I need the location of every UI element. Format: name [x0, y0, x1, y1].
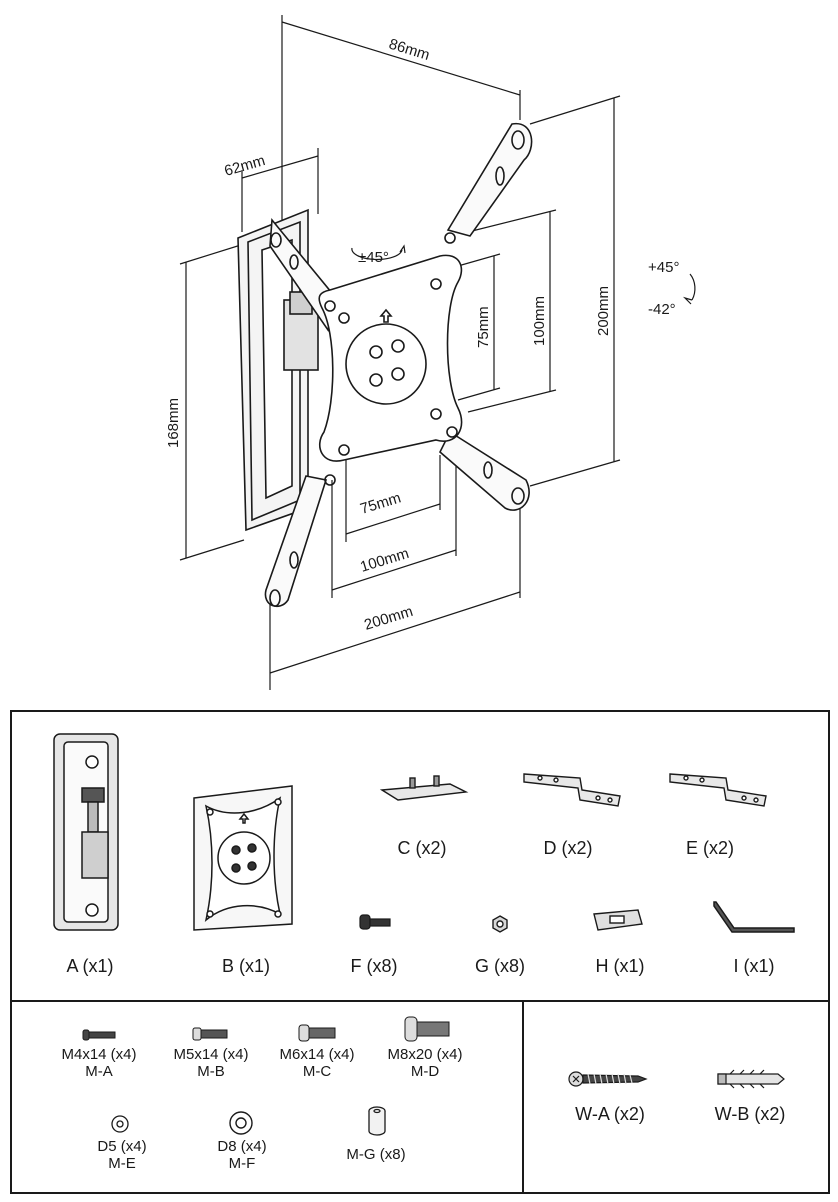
- wall-hardware-group: W-A (x2) W-B (x2): [524, 1000, 828, 1192]
- wall-anchor-label: W-B (x2): [714, 1104, 786, 1124]
- dim-wall-plate-height: 168mm: [165, 398, 182, 448]
- part-d-label: D (x2): [543, 838, 593, 858]
- dim-arm-span-v: 200mm: [595, 286, 612, 336]
- part-f-screw-icon: [359, 914, 391, 930]
- part-f-label: F (x8): [350, 956, 398, 976]
- hw-m-b: M5x14 (x4) M-B: [154, 1046, 268, 1080]
- hw-m-g-code: M-G (x8): [346, 1146, 406, 1163]
- wall-anchor-icon: [717, 1069, 785, 1089]
- part-h-spirit-level-icon: [593, 909, 643, 931]
- spacer-icon: [368, 1106, 386, 1136]
- part-b-adapter-plate-icon: [193, 785, 293, 931]
- hw-m-f-size: D8 (x4): [217, 1138, 267, 1155]
- screw-m5x14-icon: [192, 1027, 228, 1041]
- part-d-extension-icon: [523, 773, 621, 807]
- parts-list: A (x1) B (x1) C: [10, 710, 830, 1194]
- part-a-label: A (x1): [66, 956, 114, 976]
- dim-swivel: ±45°: [358, 249, 389, 266]
- hw-m-a: M4x14 (x4) M-A: [42, 1046, 156, 1080]
- dim-tilt-down: -42°: [648, 301, 676, 318]
- screw-m4x14-icon: [82, 1029, 116, 1041]
- part-g-nut-icon: [492, 915, 508, 933]
- adapter-plate-drawing: [264, 123, 533, 608]
- hw-m-a-size: M4x14 (x4): [61, 1046, 137, 1063]
- hw-m-f: D8 (x4) M-F: [192, 1138, 292, 1172]
- parts-main-row: A (x1) B (x1) C: [12, 712, 828, 1002]
- part-h-label: H (x1): [595, 956, 645, 976]
- part-i-label: I (x1): [733, 956, 775, 976]
- dim-vesa-h-small: 75mm: [358, 489, 403, 517]
- monitor-hardware-group: M4x14 (x4) M-A M5x14 (x4) M-B M6x14 (x4)…: [12, 1000, 524, 1192]
- part-c-bracket-icon: [379, 775, 469, 801]
- hw-m-f-code: M-F: [228, 1155, 256, 1172]
- parts-hardware-row: M4x14 (x4) M-A M5x14 (x4) M-B M6x14 (x4)…: [12, 1000, 828, 1192]
- washer-d5-icon: [111, 1115, 129, 1133]
- dimension-lines: [179, 15, 696, 690]
- hw-m-g: M-G (x8): [326, 1146, 426, 1163]
- wall-plate-drawing: [237, 208, 319, 532]
- wall-screw-label: W-A (x2): [575, 1104, 645, 1124]
- hw-m-c-code: M-C: [302, 1063, 332, 1080]
- dim-depth-max: 86mm: [387, 36, 432, 64]
- screw-m6x14-icon: [298, 1024, 336, 1042]
- dim-tilt-up: +45°: [648, 259, 679, 276]
- wall-screw-icon: [568, 1071, 648, 1087]
- part-b-label: B (x1): [221, 956, 270, 976]
- hw-m-d: M8x20 (x4) M-D: [368, 1046, 482, 1080]
- part-e-label: E (x2): [685, 838, 734, 858]
- hw-m-d-size: M8x20 (x4): [387, 1046, 463, 1063]
- part-e-extension-icon: [669, 773, 767, 807]
- dim-vesa-v-large: 100mm: [531, 296, 548, 346]
- hw-m-b-code: M-B: [197, 1063, 225, 1080]
- hw-m-c: M6x14 (x4) M-C: [260, 1046, 374, 1080]
- mount-dimension-drawing: 86mm 62mm ±45° +45° -42° 168mm 75mm 100m…: [165, 15, 696, 690]
- screw-m8x20-icon: [404, 1016, 450, 1042]
- part-g-label: G (x8): [474, 956, 525, 976]
- hw-m-e-code: M-E: [108, 1155, 136, 1172]
- part-i-allen-key-icon: [713, 901, 795, 933]
- hw-m-e: D5 (x4) M-E: [72, 1138, 172, 1172]
- washer-d8-icon: [229, 1111, 253, 1135]
- part-c-label: C (x2): [397, 838, 447, 858]
- hw-m-d-code: M-D: [410, 1063, 440, 1080]
- dim-vesa-v-small: 75mm: [475, 306, 492, 348]
- dim-vesa-h-large: 100mm: [358, 545, 411, 576]
- hw-m-e-size: D5 (x4): [97, 1138, 147, 1155]
- hw-m-b-size: M5x14 (x4): [173, 1046, 249, 1063]
- dim-depth-min: 62mm: [222, 152, 267, 180]
- part-a-wall-plate-icon: [53, 733, 119, 931]
- hw-m-c-size: M6x14 (x4): [279, 1046, 355, 1063]
- hw-m-a-code: M-A: [85, 1063, 113, 1080]
